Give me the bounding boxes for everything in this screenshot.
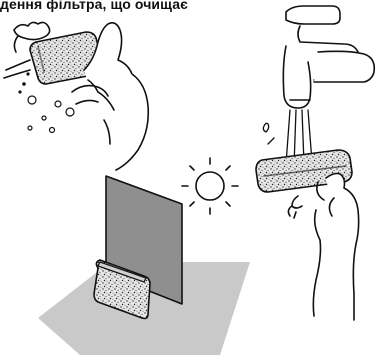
sun-icon <box>182 158 238 214</box>
rinsing-scene <box>256 6 374 320</box>
drying-scene <box>38 158 250 355</box>
brushing-scene <box>4 22 148 170</box>
rinse-hand-icon <box>288 174 358 321</box>
faucet-icon <box>283 6 374 108</box>
